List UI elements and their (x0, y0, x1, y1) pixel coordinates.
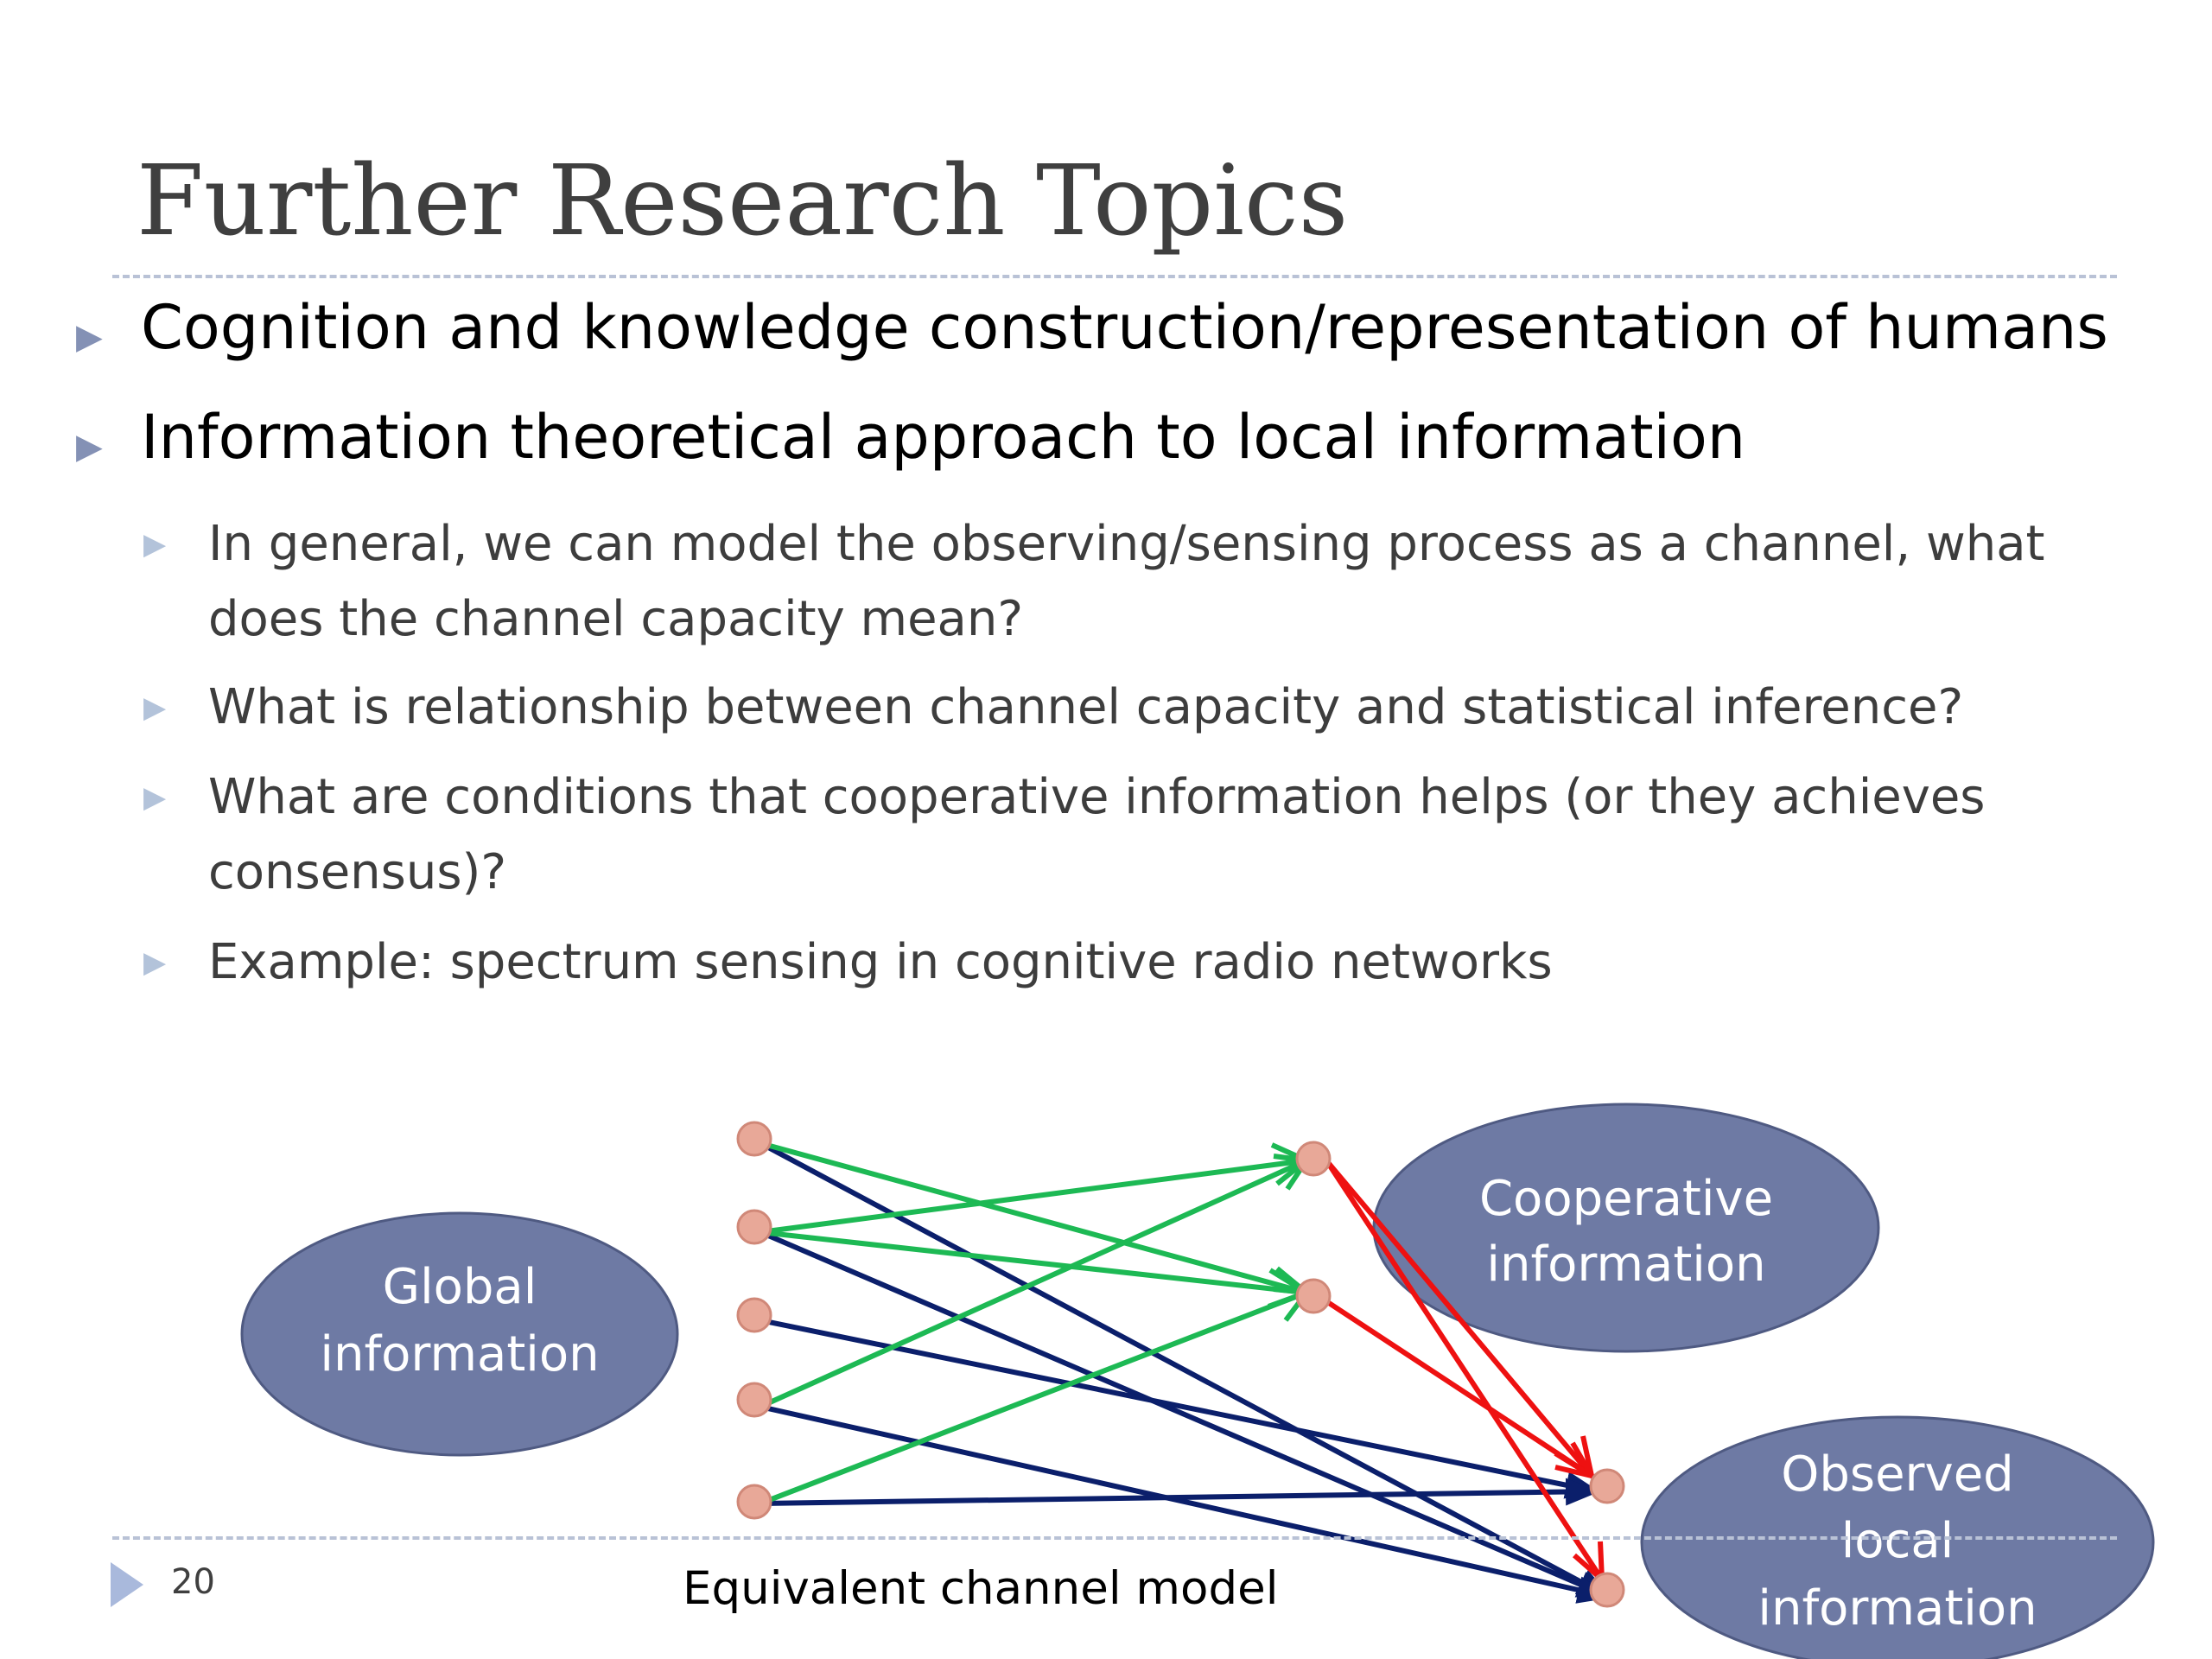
footer-triangle-icon (111, 1562, 143, 1607)
title-divider (112, 275, 2117, 278)
bullet-cognition: Cognition and knowledge construction/rep… (141, 292, 2108, 363)
page-number: 20 (171, 1562, 215, 1602)
bullet-arrow-icon: ▶ (76, 427, 103, 467)
global-label-line1: Global (383, 1259, 537, 1315)
sub-bullet-statistical-inference: What is relationship between channel cap… (208, 679, 1964, 735)
global-label-line2: information (320, 1326, 599, 1382)
sub-bullet-example: Example: spectrum sensing in cognitive r… (208, 934, 1553, 990)
cooperative-node (1295, 1141, 1332, 1177)
sub-bullet-arrow-icon: ▶ (143, 527, 167, 562)
sub-bullet-arrow-icon: ▶ (143, 945, 167, 980)
green-arrow (760, 1230, 1307, 1295)
input-node (736, 1297, 772, 1333)
sub-bullet-arrow-icon: ▶ (143, 780, 167, 815)
cooperative-information-ellipse (1372, 1103, 1880, 1353)
navy-arrow (759, 1141, 1612, 1599)
red-arrow (1324, 1159, 1594, 1478)
red-arrowhead (1554, 1441, 1598, 1480)
navy-arrow (760, 1318, 1600, 1499)
green-arrow (760, 1158, 1307, 1235)
observed-node (1589, 1572, 1625, 1608)
input-node (736, 1121, 772, 1157)
observed-node (1589, 1468, 1625, 1504)
sub-bullet-arrow-icon: ▶ (143, 690, 167, 725)
green-arrow (759, 1158, 1308, 1409)
navy-arrow (760, 1478, 1600, 1506)
global-information-ellipse (240, 1211, 679, 1457)
red-arrow (1325, 1299, 1593, 1478)
diagram-caption: Equivalent channel model (683, 1562, 1279, 1615)
bullet-information-theoretical: Information theoretical approach to loca… (141, 402, 1746, 473)
observed-label-line2: local (1841, 1513, 1954, 1569)
observed-label-line3: information (1758, 1580, 2037, 1637)
cooperative-label-line2: information (1486, 1236, 1765, 1293)
input-node (736, 1382, 772, 1418)
cooperative-label-line1: Cooperative (1479, 1171, 1773, 1227)
input-node (736, 1484, 772, 1520)
observed-label-line1: Observed (1781, 1446, 2013, 1503)
footer-divider (112, 1536, 2117, 1540)
sub-bullet-cooperative-conditions: What are conditions that cooperative inf… (208, 769, 1986, 900)
red-arrow (1324, 1159, 1605, 1581)
green-arrow (760, 1141, 1307, 1295)
input-node (736, 1209, 772, 1245)
slide-title: Further Research Topics (137, 145, 1349, 257)
sub-bullet-channel-capacity: In general, we can model the observing/s… (208, 516, 2045, 647)
cooperative-node (1295, 1278, 1332, 1314)
navy-arrow (760, 1404, 1612, 1604)
green-arrow (759, 1290, 1308, 1506)
navy-arrow (759, 1230, 1612, 1599)
bullet-arrow-icon: ▶ (76, 317, 103, 357)
